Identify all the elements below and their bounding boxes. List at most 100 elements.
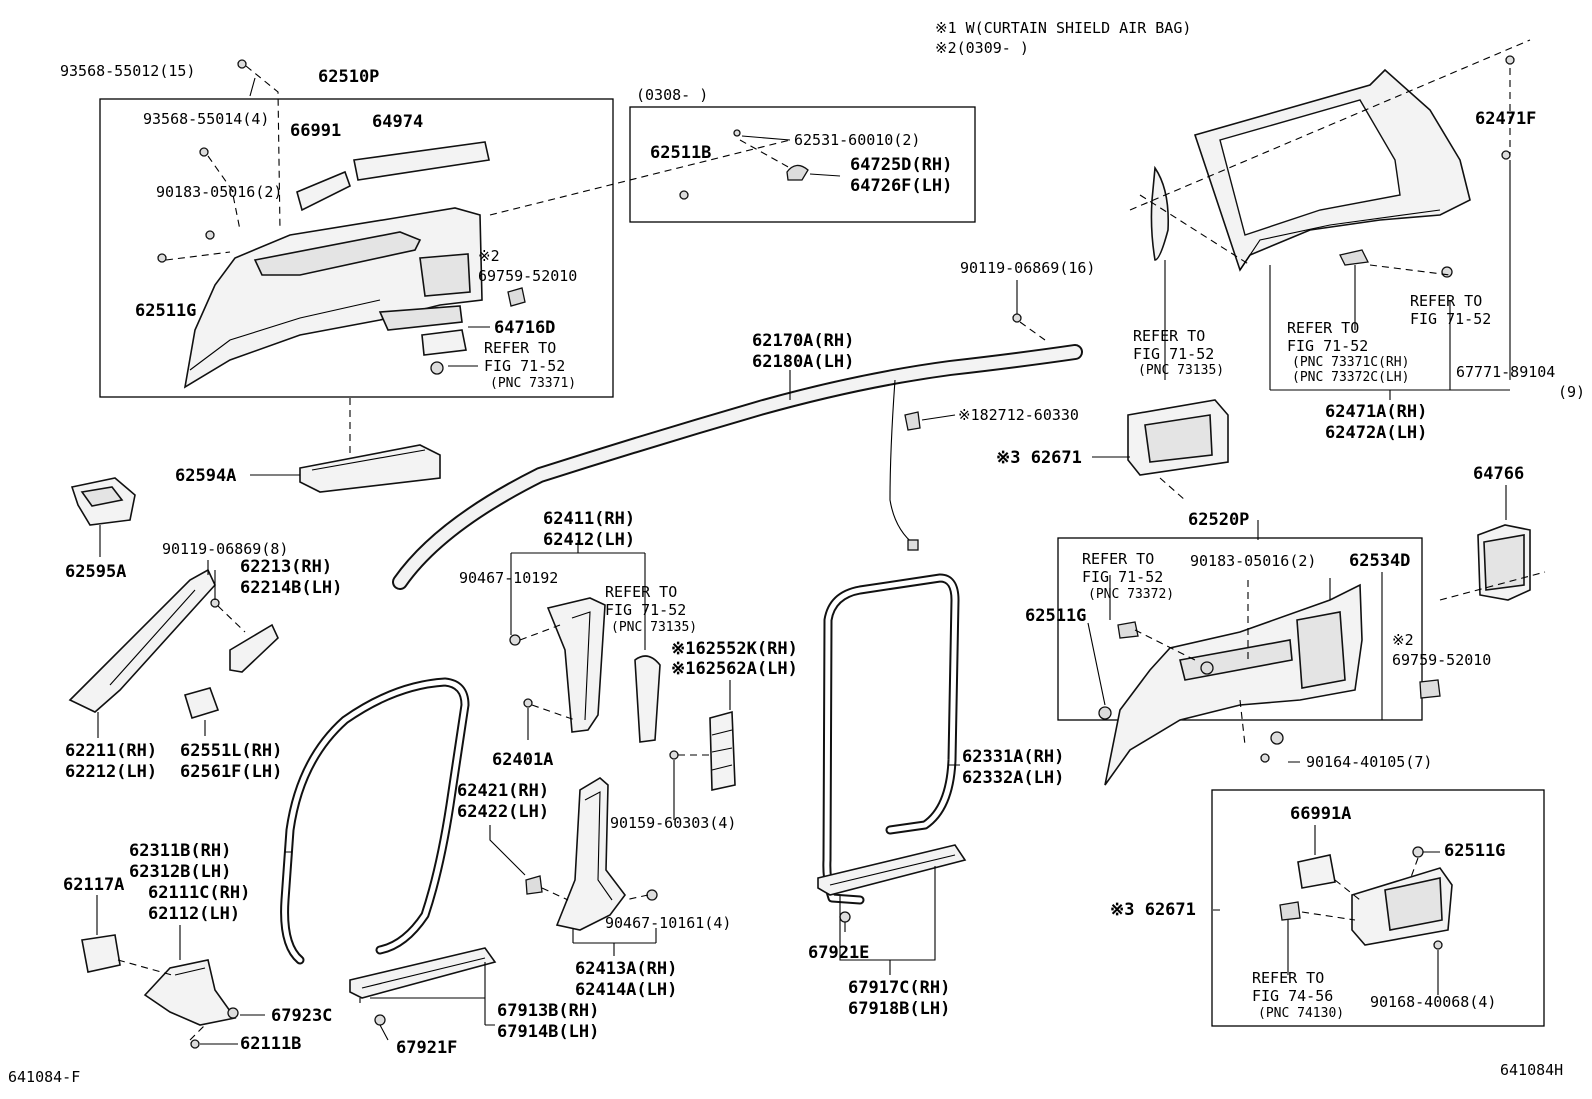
label-62531-60010: 62531-60010(2)	[794, 131, 920, 149]
label-62471A: 62471A(RH)	[1325, 402, 1427, 422]
label-62332A: 62332A(LH)	[962, 768, 1064, 788]
label-93568-55014: 93568-55014(4)	[143, 110, 269, 128]
clip-73372	[1117, 621, 1139, 639]
label-62511B: 62511B	[650, 143, 711, 163]
clip-90164-40105-b	[1260, 753, 1270, 763]
label-64716D: 64716D	[494, 318, 555, 338]
label-62414A: 62414A(LH)	[575, 980, 677, 1000]
clip-62511G-upper	[157, 253, 167, 263]
leader-bolt-to-bracket	[217, 605, 246, 633]
bracket-62671-lower	[1351, 867, 1453, 946]
screw-62471F	[1505, 55, 1515, 65]
trim-73135	[1150, 165, 1170, 261]
leader-kick-panel-dashes	[117, 959, 206, 1041]
label-67771-89104: 67771-89104	[1456, 363, 1555, 381]
clip-69759-52010-lower	[1419, 679, 1441, 699]
label-67923C: 67923C	[271, 1006, 332, 1026]
label-refer-d1: REFER TO	[1287, 319, 1359, 337]
label-refer-f3: (PNC 73135)	[611, 620, 697, 635]
clip-90183-05016-lower	[1200, 661, 1214, 675]
leader-lower-pillar	[489, 825, 657, 956]
label-62111B: 62111B	[240, 1034, 301, 1054]
label-62510P: 62510P	[318, 67, 379, 87]
label-90183-05016-upper: 90183-05016(2)	[156, 183, 282, 201]
scuff-plate-67917C	[817, 844, 967, 896]
label-62422: 62422(LH)	[457, 802, 549, 822]
leader-screw-55012	[245, 65, 281, 231]
label-62561F: 62561F(LH)	[180, 762, 282, 782]
label-62411: 62411(RH)	[543, 509, 635, 529]
clip-74130	[1279, 901, 1301, 921]
label-date-box: (0308- )	[636, 86, 708, 104]
label-64725D: 64725D(RH)	[850, 155, 952, 175]
label-62212: 62212(LH)	[65, 762, 157, 782]
cover-64725D	[786, 164, 809, 181]
clip-62511G-lower	[1098, 706, 1112, 720]
bolt-90119-06869-upper	[1012, 313, 1022, 323]
trim-piece-64974	[353, 141, 490, 181]
label-62211: 62211(RH)	[65, 741, 157, 761]
clip-90467-10192	[509, 634, 521, 646]
scuff-plate-67913B	[349, 947, 497, 999]
label-67913B: 67913B(RH)	[497, 1001, 599, 1021]
label-refer-d3: (PNC 73371C(RH)	[1292, 355, 1409, 370]
clip-69759-52010-upper	[507, 287, 526, 307]
leader-90119-to-airbag	[1019, 321, 1046, 341]
label-62534D: 62534D	[1349, 551, 1410, 571]
pillar-trim-62413A	[555, 777, 627, 931]
sensor-182712	[904, 411, 921, 431]
leader-62411-bracket	[510, 540, 646, 650]
label-67917C: 67917C(RH)	[848, 978, 950, 998]
note-curtain-shield: ※1 W(CURTAIN SHIELD AIR BAG)	[935, 19, 1191, 37]
clip-90183-05016	[205, 230, 215, 240]
label-refer-a3: (PNC 73371)	[490, 376, 576, 391]
leader-182712	[921, 414, 956, 421]
a-pillar-trim-62211	[68, 568, 216, 713]
label-note2-lower: ※2	[1392, 631, 1414, 649]
bracket-62671-upper	[1127, 399, 1229, 476]
label-62213: 62213(RH)	[240, 557, 332, 577]
label-refer-c2: FIG 71-52	[1133, 345, 1214, 363]
label-62413A: 62413A(RH)	[575, 959, 677, 979]
screw-93568-55014	[199, 147, 209, 157]
leader-67917C	[839, 866, 936, 975]
clip-67921E	[839, 911, 851, 923]
grommet-73371	[430, 361, 444, 375]
clip-62421	[525, 875, 543, 895]
screw-62531-60010	[733, 129, 741, 137]
clip-67923C	[227, 1007, 239, 1019]
label-162562A: ※162562A(LH)	[671, 659, 798, 679]
bracket-162552K	[709, 710, 736, 791]
leader-64725D	[809, 173, 841, 177]
bolt-90119-06869-lower	[210, 598, 220, 608]
screw-90159-60303	[669, 750, 679, 760]
bracket-66991A	[1297, 854, 1336, 889]
weatherstrip-62311B	[280, 677, 470, 965]
label-64726F: 64726F(LH)	[850, 176, 952, 196]
leader-upper-right-2	[1139, 194, 1251, 266]
group-box-0308	[629, 106, 976, 223]
leader-screw-55014	[207, 155, 241, 231]
label-62170A: 62170A(RH)	[752, 331, 854, 351]
label-62471F: 62471F	[1475, 109, 1536, 129]
clip-67771-89104	[1501, 150, 1511, 160]
leader-upper-right-1	[1129, 39, 1531, 211]
label-refer-e1: REFER TO	[1082, 550, 1154, 568]
leader-center-misc	[527, 680, 731, 820]
label-67771-qty: (9)	[1558, 383, 1585, 401]
label-62595A: 62595A	[65, 562, 126, 582]
vent-64766	[1477, 524, 1531, 601]
label-refer-b2: FIG 71-52	[1410, 310, 1491, 328]
pad-62117A	[81, 934, 121, 973]
label-69759-52010-lower: 69759-52010	[1392, 651, 1491, 669]
label-90119-06869-upper: 90119-06869(16)	[960, 259, 1095, 277]
leader-seals	[285, 764, 960, 853]
label-62311B: 62311B(RH)	[129, 841, 231, 861]
quarter-upper-panel-right	[1193, 68, 1471, 272]
label-64974: 64974	[372, 112, 423, 132]
label-62117A: 62117A	[63, 875, 124, 895]
footer-code-left: 641084-F	[8, 1068, 80, 1086]
leader-62510P	[249, 77, 256, 97]
label-62331A: 62331A(RH)	[962, 747, 1064, 767]
